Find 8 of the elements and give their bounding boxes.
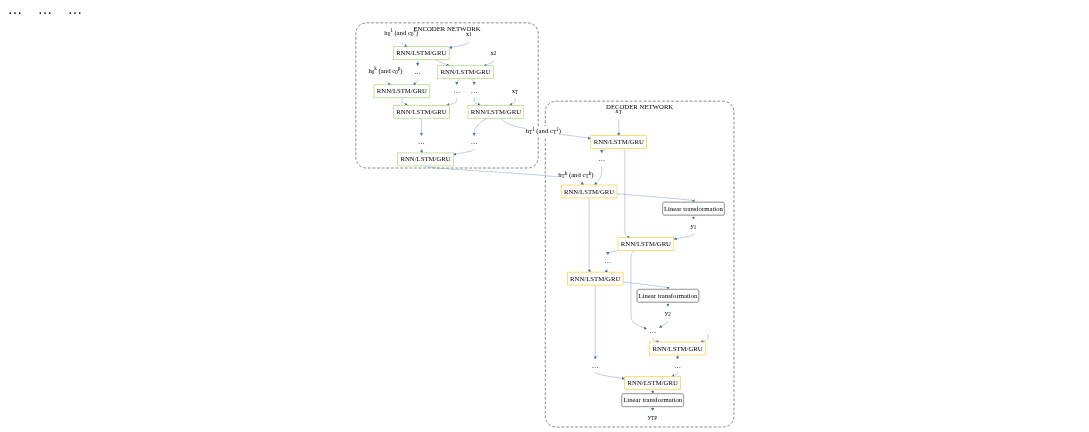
arrow — [650, 406, 654, 411]
arrow — [691, 215, 695, 220]
arrow — [419, 148, 423, 154]
ellipsis-text: … — [38, 2, 52, 18]
arrow — [675, 354, 679, 360]
ellipsis-text: … — [8, 2, 22, 18]
arrow — [665, 302, 670, 307]
ellipsis-text: … — [68, 2, 82, 18]
